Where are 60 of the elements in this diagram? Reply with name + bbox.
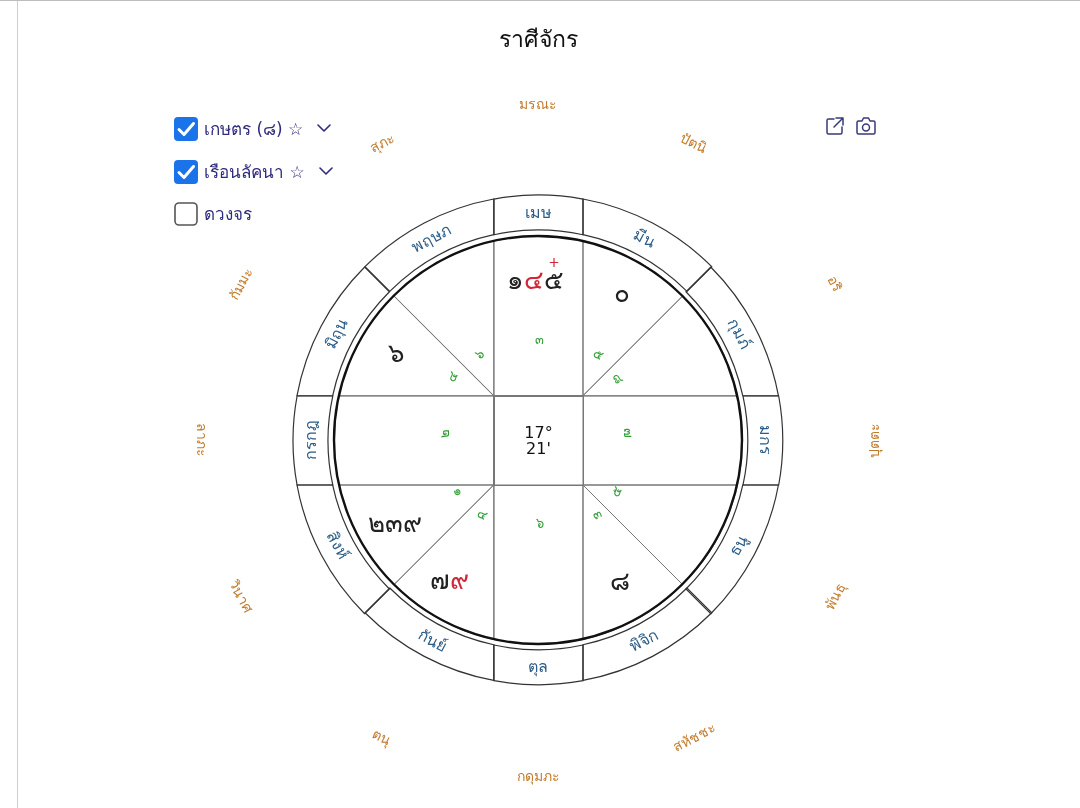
index-number: ๖ [536,514,544,532]
planet-number: ๓ [385,510,403,536]
house-name: ปุตตะ [864,422,884,458]
house-name: ตนุ [369,724,395,750]
planet-number: ๙ [403,510,422,536]
planet-number: ๕ [543,267,564,293]
checkbox-label: เกษตร (๘) ☆ [204,118,304,141]
degree-text: 21' [526,440,551,457]
zodiac-sign-segment [291,393,335,487]
index-number: ๕ [607,483,627,501]
zodiac-sign-name: มิถุน [319,315,353,354]
index-number: ๖ [472,345,488,365]
house-name: สุภะ [365,128,398,157]
index-number: ๕ [589,345,607,365]
checkbox-label: ดวงจร [204,203,252,226]
zodiac-sign-name: กันย์ [414,625,451,658]
planet-number: ๘ [610,568,630,594]
zodiac-sign-name: ตุล [528,657,548,678]
center-square [493,395,584,486]
index-number: ๑ [449,484,468,500]
house-name: มรณะ [519,94,557,114]
zodiac-sign-segment [362,197,496,294]
planet-number: ๒ [368,510,385,536]
house-cell [580,393,744,487]
zodiac-sign-name: มีน [629,224,659,253]
zodiac-sign-name: กรกฎ [300,420,321,460]
house-name: กดุมภะ [516,766,560,786]
index-number: ๔ [443,368,463,386]
index-number: ๓ [534,331,544,349]
zodiac-sign-name: กุมภ์ [723,315,756,354]
zodiac-sign-name: เมษ [524,202,552,223]
index-number: ๔ [473,505,491,525]
checkbox-label: เรือนลัคนา ☆ [204,161,305,184]
zodiac-sign-name: พิจิก [625,625,662,658]
index-number: ๒ [436,428,453,438]
zodiac-sign-name: พฤษภ [408,219,456,258]
planet-number: ๗ [430,567,451,593]
house-name: ปัตนิ [677,128,711,158]
planet-number: ๑ [506,267,524,293]
index-number: ๘ [607,370,627,388]
degree-text: 17° [524,424,553,441]
house-name: วินาศ [224,576,257,617]
planet-number: ๙ [450,567,470,593]
planet-number: ๖ [388,340,406,366]
zodiac-sign-segment [684,264,781,398]
zodiac-sign-name: สิงห์ [321,528,353,564]
house-name: ลาภะ [193,423,212,457]
chart-title: ราศีจักร [498,25,578,55]
house-name: อริ [823,272,848,295]
index-number: ๗ [620,428,637,438]
house-name: กัมมะ [224,264,257,303]
zodiac-sign-segment [491,643,585,687]
house-cell [491,482,585,646]
index-number: ๓ [589,505,605,525]
zodiac-sign-segment [491,193,585,237]
zodiac-sign-name: มกร [755,425,776,455]
zodiac-sign-name: ธนู [725,531,753,560]
zodiac-sign-segment [741,393,785,487]
planet-number: ๐ [614,280,630,306]
planet-number: ๔ [523,267,544,293]
